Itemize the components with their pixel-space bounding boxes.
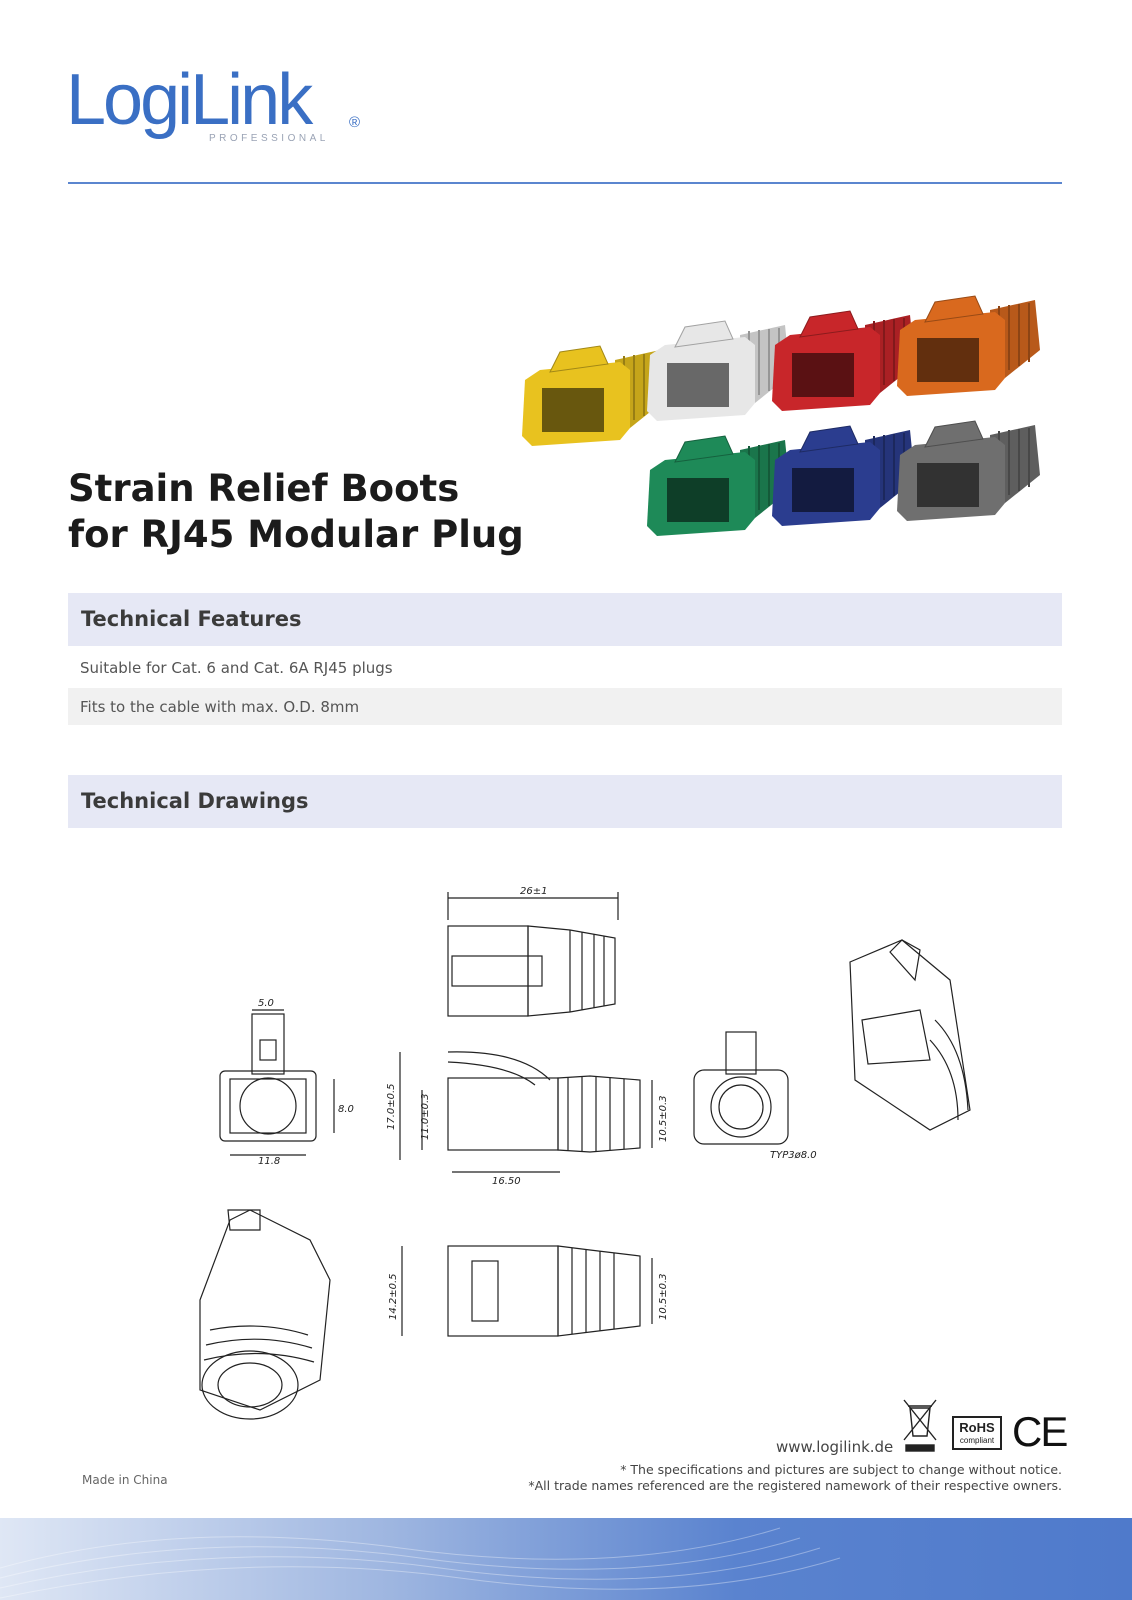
feature-row: Suitable for Cat. 6 and Cat. 6A RJ45 plu… (68, 649, 1062, 686)
bottom-view-drawing: 14.2±0.5 10.5±0.3 (388, 1245, 669, 1337)
dim-side-height-inner: 11.0±0.3 (420, 1093, 431, 1140)
top-view-drawing: 26±1 (447, 886, 619, 1017)
rohs-badge: RoHS compliant (952, 1416, 1002, 1450)
dim-side-tail: 10.5±0.3 (658, 1095, 669, 1142)
technical-drawings-header: Technical Drawings (68, 775, 1062, 828)
boot-image (647, 320, 790, 421)
boot-image (897, 295, 1040, 396)
brand-name: LogiLink (66, 60, 313, 140)
footer-band (0, 1518, 1132, 1600)
technical-features-header: Technical Features (68, 593, 1062, 646)
product-photo (522, 295, 1040, 536)
rohs-subtitle: compliant (959, 1436, 995, 1445)
boot-image (772, 425, 915, 526)
website-link[interactable]: www.logilink.de (776, 1438, 894, 1456)
isometric-view-drawing (849, 939, 971, 1131)
product-title: Strain Relief Boots for RJ45 Modular Plu… (68, 466, 524, 558)
boot-image (647, 435, 790, 536)
dim-side-length: 16.50 (492, 1176, 521, 1187)
dim-front-width: 11.8 (258, 1156, 280, 1167)
footnote-2: *All trade names referenced are the regi… (528, 1478, 1062, 1493)
certification-marks: RoHS compliant CE (900, 1396, 1068, 1455)
feature-row: Fits to the cable with max. O.D. 8mm (68, 688, 1062, 725)
feature-text: Suitable for Cat. 6 and Cat. 6A RJ45 plu… (80, 659, 393, 677)
dim-side-height-outer: 17.0±0.5 (386, 1083, 397, 1130)
made-in-label: Made in China (82, 1473, 168, 1487)
feature-text: Fits to the cable with max. O.D. 8mm (80, 698, 360, 716)
boot-image (772, 310, 915, 411)
dim-tab-width: 5.0 (258, 998, 274, 1009)
brand-logo: LogiLink ® PROFESSIONAL (66, 60, 366, 150)
rear-view-drawing: TYP3ø8.0 (693, 1031, 817, 1161)
footnotes: * The specifications and pictures are su… (528, 1462, 1062, 1494)
dim-bottom-tail: 10.5±0.3 (658, 1273, 669, 1320)
weee-bin-icon (903, 1399, 937, 1452)
dim-bottom-height: 14.2±0.5 (388, 1273, 399, 1320)
section-title: Technical Features (81, 607, 302, 631)
section-title: Technical Drawings (81, 789, 309, 813)
dim-rear-diameter: TYP3ø8.0 (770, 1150, 817, 1161)
product-title-line-1: Strain Relief Boots (68, 467, 460, 510)
footnote-1: * The specifications and pictures are su… (620, 1462, 1062, 1477)
boot-image (522, 345, 665, 446)
brand-tagline: PROFESSIONAL (209, 133, 329, 144)
header-divider (68, 182, 1062, 184)
front-view-drawing: 5.0 11.8 8.0 (219, 998, 354, 1167)
isometric-rear-drawing (199, 1209, 331, 1420)
product-title-line-2: for RJ45 Modular Plug (68, 513, 524, 556)
footer-wave-pattern (0, 1527, 841, 1599)
rohs-title: RoHS (959, 1420, 995, 1435)
ce-mark: CE (1012, 1408, 1068, 1455)
registered-mark: ® (349, 114, 361, 131)
dim-top-length: 26±1 (520, 886, 547, 897)
side-view-drawing: 17.0±0.5 11.0±0.3 16.50 10.5±0.3 (386, 1051, 669, 1187)
technical-drawings: 26±1 5.0 11.8 8.0 17.0±0.5 11.0±0.3 16.5… (199, 886, 971, 1420)
boot-image (897, 420, 1040, 521)
dim-front-height: 8.0 (338, 1104, 354, 1115)
